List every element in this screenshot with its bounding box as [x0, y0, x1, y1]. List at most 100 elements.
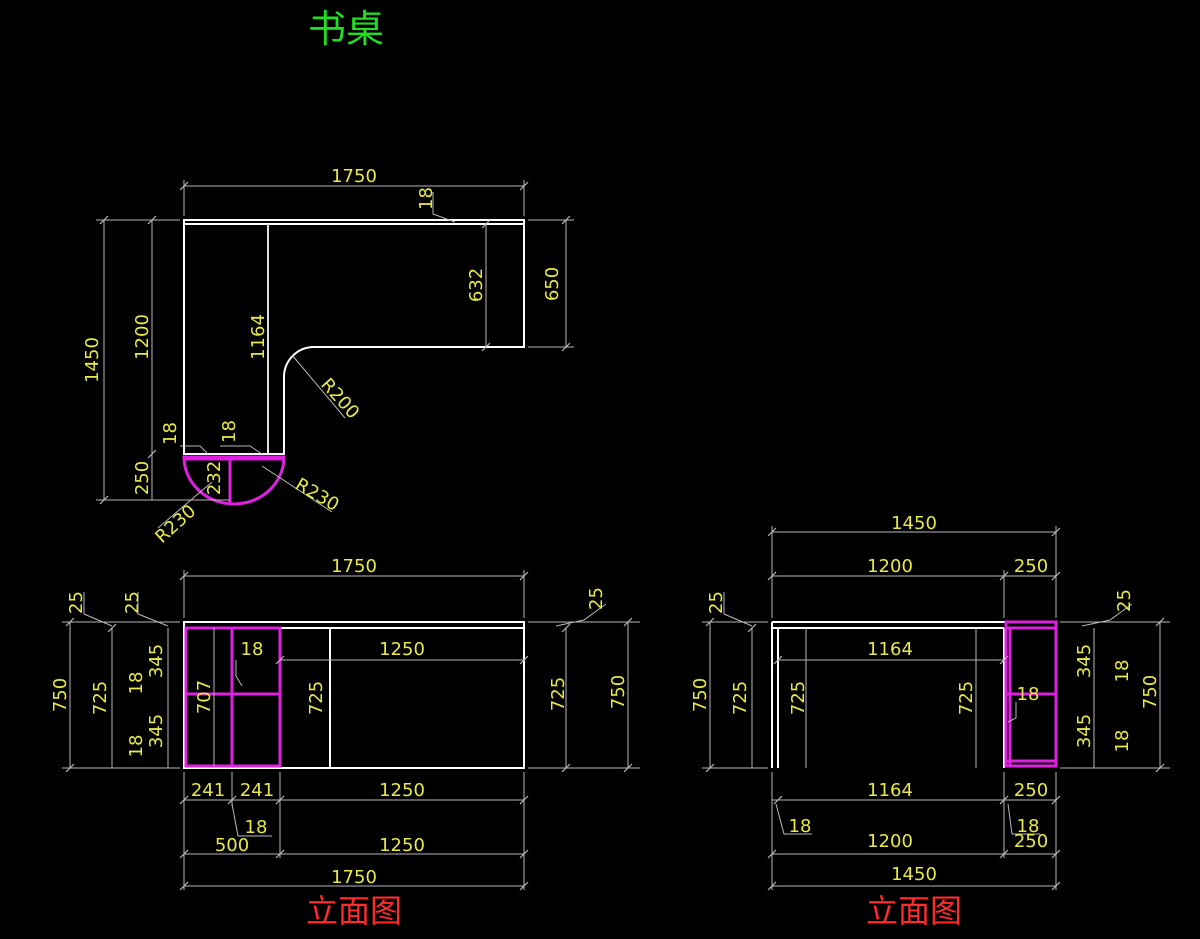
side-dim-width-left-top: 1200: [867, 556, 913, 577]
plan-dim-inner-height: 1164: [248, 314, 269, 360]
side-tick: [1051, 571, 1061, 581]
front-dim-top-thk-right: 25: [586, 587, 607, 610]
side-dim-total-width-bottom: 1450: [891, 864, 937, 885]
side-dim-inner-span-bottom: 1164: [867, 780, 913, 801]
front-tick: [519, 849, 529, 859]
front-dim-total-width: 1750: [331, 867, 377, 888]
front-dim-top-width: 1750: [331, 556, 377, 577]
side-dim-leg-height-left: 725: [788, 681, 809, 715]
front-dim-shelf-upper: 345: [146, 644, 167, 678]
front-dim-right-inner: 725: [548, 677, 569, 711]
plan-tick: [561, 342, 571, 352]
side-tick: [999, 795, 1009, 805]
side-leader-18-left: [775, 803, 812, 835]
front-elevation: 1750 25 25 25 750 725 18 345 18 345 18 1…: [50, 556, 640, 930]
front-dim-span-bottom: 1250: [379, 780, 425, 801]
front-outline: [183, 621, 525, 769]
front-dim-span-bottom2: 1250: [379, 835, 425, 856]
plan-dim-cabinet-depth: 232: [204, 461, 225, 495]
side-dim-width-right-top: 250: [1014, 556, 1048, 577]
plan-leader-18-mid: [220, 445, 263, 455]
front-tick: [179, 881, 189, 891]
side-dim-shelf-lower: 345: [1074, 714, 1095, 748]
plan-dim-radius-left: R230: [151, 501, 200, 548]
side-tick: [1051, 795, 1061, 805]
front-dim-top-thk-left: 25: [66, 591, 87, 614]
side-tick: [773, 795, 783, 805]
front-dim-bay-right: 241: [240, 780, 274, 801]
front-dim-leg-height-mid: 725: [306, 681, 327, 715]
plan-tick: [179, 181, 189, 191]
front-dim-divider-thk-bottom: 18: [245, 817, 268, 838]
side-tick: [1051, 881, 1061, 891]
plan-dim-top-gap: 18: [416, 187, 437, 210]
front-tick: [623, 763, 633, 773]
plan-dim-fillet-radius: R200: [316, 374, 363, 423]
plan-dim-radius-right: R230: [292, 474, 343, 516]
side-dim-inner-span: 1164: [867, 639, 913, 660]
plan-cabinet-semicircle: [182, 455, 286, 506]
front-dim-cabinet-height: 707: [194, 680, 215, 714]
side-elevation: 1450 1200 250 25 25 750 725 725 1164 725: [690, 513, 1170, 930]
plan-leader-18: [432, 192, 456, 223]
plan-tick: [481, 219, 491, 229]
front-dim-bay-left: 241: [191, 780, 225, 801]
front-tick: [179, 571, 189, 581]
front-dim-shelf-lower: 345: [146, 714, 167, 748]
side-dim-total-width-top: 1450: [891, 513, 937, 534]
side-dim-width-right-bottom: 250: [1014, 780, 1048, 801]
side-dim-divider-thk: 18: [1017, 684, 1040, 705]
side-leader-25a: [723, 592, 753, 627]
front-tick: [227, 795, 237, 805]
plan-dim-total-height: 1450: [82, 337, 103, 383]
front-tick: [65, 617, 75, 627]
plan-leader-18-left: [180, 445, 209, 455]
side-dim-top-thk-right: 25: [1114, 589, 1135, 612]
plan-dim-bottom-mid-thk: 18: [219, 420, 240, 443]
side-tick: [999, 849, 1009, 859]
front-tick: [275, 795, 285, 805]
side-tick: [767, 849, 777, 859]
side-dim-width-right-bottom2: 250: [1014, 831, 1048, 852]
front-tick: [275, 655, 285, 665]
plan-tick: [147, 215, 157, 225]
side-dim-shelf-thk-2: 18: [1112, 730, 1133, 753]
front-dim-shelf-thk-2: 18: [126, 735, 147, 758]
plan-leader-r230-left: [157, 481, 213, 529]
side-dim-leg-thk-left: 18: [789, 816, 812, 837]
front-tick: [623, 617, 633, 627]
front-tick: [519, 571, 529, 581]
front-leader-18b: [231, 803, 272, 837]
side-dim-shelf-thk-1: 18: [1112, 660, 1133, 683]
front-tick: [561, 623, 571, 633]
front-tick: [107, 623, 117, 633]
front-dim-height-outer: 750: [50, 678, 71, 712]
side-tick: [999, 571, 1009, 581]
front-tick: [519, 795, 529, 805]
side-dim-top-thk-left: 25: [706, 591, 727, 614]
side-leader-18-right: [1007, 803, 1040, 835]
front-leader-18: [235, 660, 243, 687]
front-tick: [561, 763, 571, 773]
plan-tick: [561, 215, 571, 225]
front-tick: [179, 849, 189, 859]
plan-tick: [481, 342, 491, 352]
front-tick: [519, 655, 529, 665]
front-leader-25a: [83, 592, 113, 627]
side-dim-leg-thk-right: 18: [1017, 816, 1040, 837]
front-dim-span-top: 1250: [379, 639, 425, 660]
front-tick: [179, 795, 189, 805]
side-tick: [1051, 849, 1061, 859]
side-tick: [999, 655, 1009, 665]
side-tick: [767, 881, 777, 891]
plan-dim-top-width: 1750: [331, 166, 377, 187]
front-dim-cabinet-width: 500: [215, 835, 249, 856]
plan-tick: [99, 215, 109, 225]
side-tick: [1051, 527, 1061, 537]
plan-leader-r200: [291, 354, 346, 419]
plan-dim-right-outer: 650: [542, 267, 563, 301]
plan-dim-right-inner: 632: [466, 268, 487, 302]
side-elevation-label: 立面图: [866, 892, 962, 930]
front-dim-height-inner: 725: [90, 681, 111, 715]
